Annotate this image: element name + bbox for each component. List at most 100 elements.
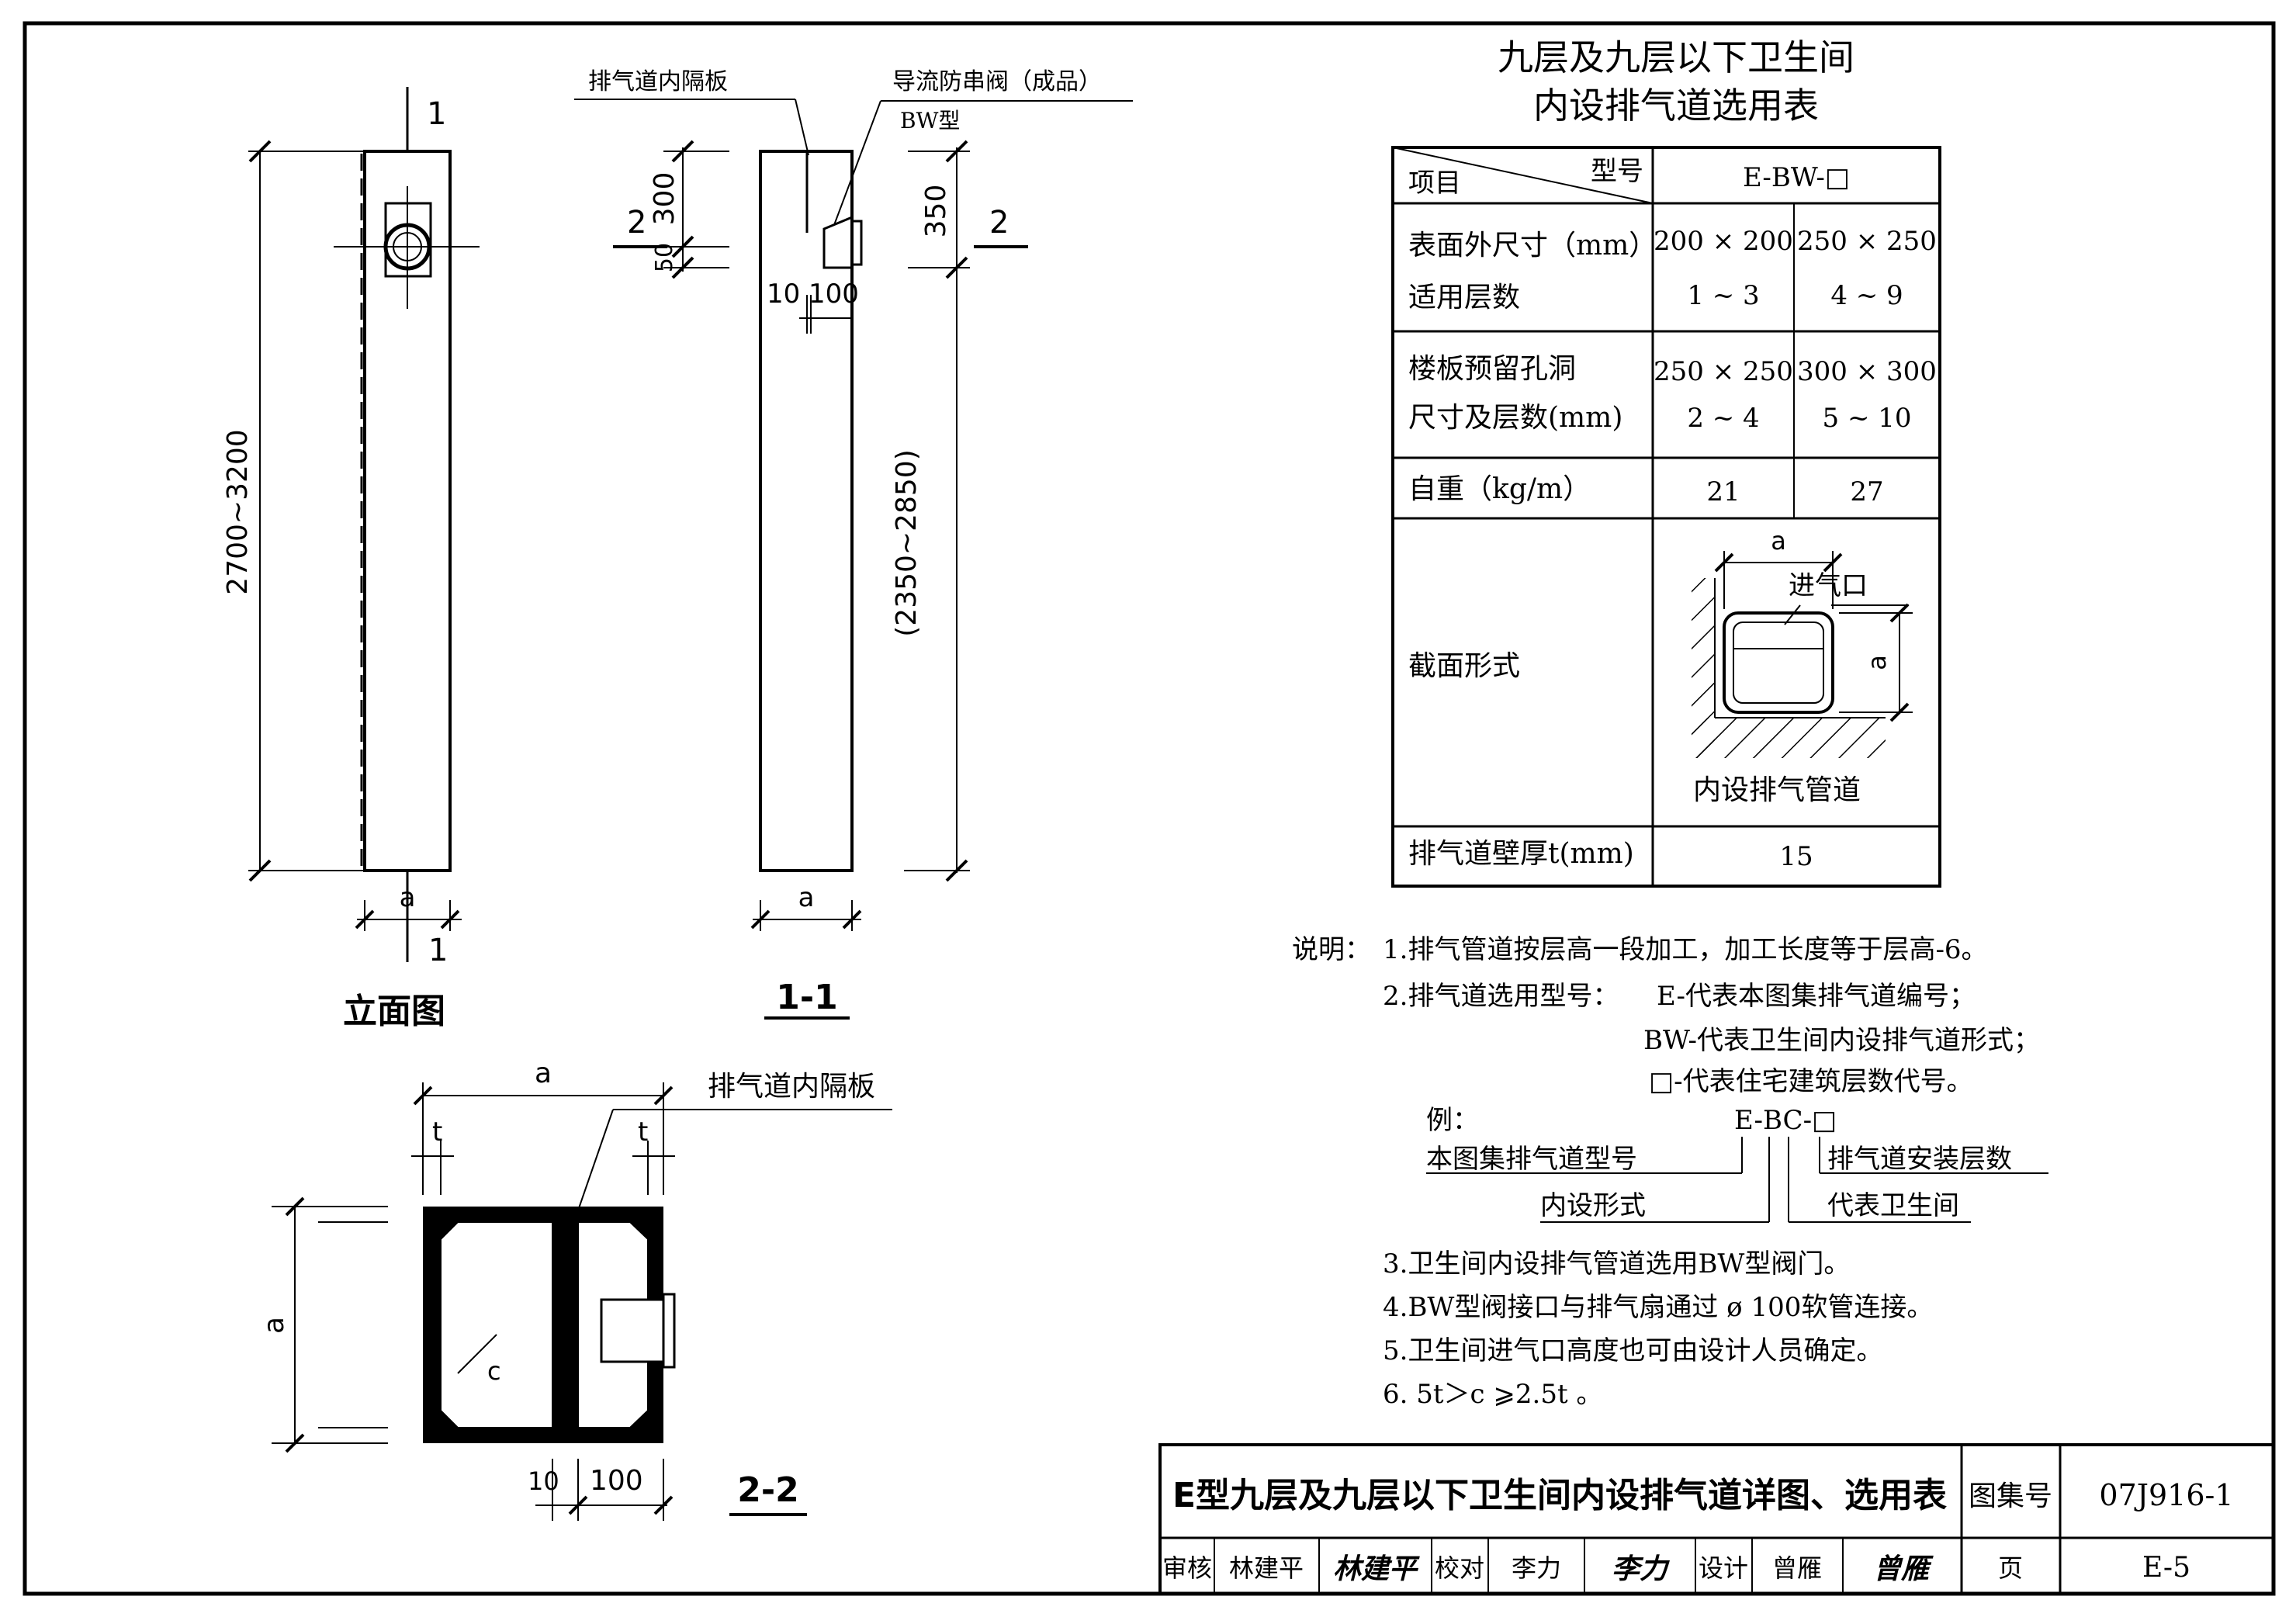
s22-dim-10: 10 (528, 1466, 559, 1496)
row3-label: 自重（kg/m） (1408, 473, 1591, 505)
example-label: 例： (1426, 1105, 1479, 1136)
row4-label: 截面形式 (1408, 650, 1520, 682)
tick (945, 140, 968, 163)
design-label: 设计 (1699, 1553, 1748, 1583)
elevation-caption: 立面图 (343, 992, 445, 1031)
atlas-label: 图集号 (1969, 1480, 2052, 1512)
tick (440, 909, 460, 930)
s22-label-partition: 排气道内隔板 (708, 1071, 875, 1103)
duct-cell-left (440, 1221, 553, 1428)
row1-c1-a: 200 × 200 (1654, 226, 1793, 257)
s11-width-dim: a (798, 882, 815, 913)
s22-dim-t-right: t (638, 1117, 648, 1148)
drawing-title: E型九层及九层以下卫生间内设排气道详图、选用表 (1172, 1476, 1947, 1515)
section-2-mark-left: 2 (627, 205, 646, 241)
s22-dim-a-left: a (258, 1317, 290, 1334)
model-value: E-BW-□ (1743, 162, 1850, 193)
note-4: 4.BW型阀接口与排气扇通过 ø 100软管连接。 (1383, 1292, 1933, 1323)
section-mark-top: 1 (427, 96, 446, 132)
note-6: 6. 5t＞c ⩾2.5t 。 (1383, 1379, 1602, 1410)
section-1-1-outline (759, 150, 854, 872)
ex-label-3: 排气道安装层数 (1827, 1144, 2012, 1175)
row1-label-b: 适用层数 (1408, 282, 1520, 313)
row2-c1-b: 2 ~ 4 (1687, 403, 1759, 434)
row2-c2-a: 300 × 300 (1797, 356, 1937, 387)
note-1: 1.排气管道按层高一段加工，加工长度等于层高-6。 (1383, 934, 1988, 965)
review-label: 审核 (1162, 1553, 1212, 1583)
tick (1889, 702, 1910, 722)
bw-valve-flange (850, 220, 863, 266)
section-1-1-view: 排气道内隔板 导流防串阀（成品） BW型 300 50 2 350 (2350~… (574, 68, 1133, 1020)
section-2-2-view: a 排气道内隔板 t t a c 10 100 2-2 (258, 1058, 892, 1521)
dim-10: 10 (767, 279, 800, 310)
tick (653, 1086, 674, 1106)
header-model: 型号 (1591, 156, 1643, 187)
row5-label: 排气道壁厚t(mm) (1408, 838, 1634, 870)
tick (671, 256, 694, 279)
check-signature: 李力 (1612, 1553, 1671, 1585)
sheet-border (23, 21, 2276, 1596)
bw-valve-flange-22 (662, 1293, 676, 1369)
tick (750, 909, 771, 930)
row3-c2: 27 (1850, 476, 1883, 507)
section-1-1-caption: 1-1 (776, 978, 838, 1017)
review-name: 林建平 (1229, 1553, 1304, 1583)
fig-dim-a-right: a (1862, 655, 1892, 670)
table-title-line2: 内设排气道选用表 (1533, 85, 1819, 126)
header-item: 项目 (1408, 168, 1461, 199)
duct-outline (1723, 611, 1834, 714)
section-2-mark-right: 2 (989, 205, 1009, 241)
label-valve-type: BW型 (900, 108, 960, 133)
row1-label-a: 表面外尺寸（mm） (1408, 230, 1657, 261)
fig-caption: 内设排气管道 (1693, 774, 1861, 806)
tick (671, 235, 694, 258)
notes-prefix: 说明： (1292, 934, 1371, 965)
table-title-line1: 九层及九层以下卫生间 (1498, 36, 1854, 78)
elev-width-dim: a (400, 882, 416, 913)
row1-c2-a: 250 × 250 (1797, 226, 1937, 257)
note-2a: 2.排气道选用型号： (1383, 981, 1619, 1012)
wall-hatch-bottom (1692, 718, 1886, 758)
note-2b: E-代表本图集排气道编号； (1657, 981, 1976, 1012)
inlet-leader-diag (1784, 604, 1801, 625)
tick (285, 1433, 305, 1453)
design-signature: 曾雁 (1873, 1553, 1934, 1585)
tick (248, 140, 272, 163)
dim-300: 300 (649, 172, 680, 226)
leader-valve-diag (833, 100, 881, 226)
c-dim-line (457, 1334, 497, 1374)
example-code: E-BC-□ (1734, 1105, 1837, 1136)
title-block: E型九层及九层以下卫生间内设排气道详图、选用表 图集号 07J916-1 审核 … (1158, 1443, 2275, 1595)
note-3: 3.卫生间内设排气管道选用BW型阀门。 (1383, 1248, 1850, 1279)
s22-dim-c: c (487, 1356, 501, 1386)
valve-port-inner (393, 232, 422, 261)
tick (945, 859, 968, 882)
label-valve: 导流防串阀（成品） (892, 68, 1102, 95)
s22-dim-a-top: a (535, 1058, 552, 1089)
row2-label-b: 尺寸及层数(mm) (1408, 402, 1622, 434)
tick (1714, 552, 1734, 573)
duct-inner (1733, 622, 1824, 704)
leader-partition22-diag (577, 1109, 614, 1211)
atlas-no: 07J916-1 (2099, 1478, 2233, 1512)
s22-dim-100: 100 (590, 1465, 643, 1497)
s22-dim-t-left: t (432, 1117, 442, 1148)
label-partition: 排气道内隔板 (588, 68, 728, 95)
title-block-frame (1158, 1443, 2275, 1595)
notes-block: 说明： 1.排气管道按层高一段加工，加工长度等于层高-6。 2.排气道选用型号：… (1292, 934, 2048, 1410)
header-diagonal (1392, 147, 1654, 204)
tick (568, 1495, 588, 1515)
dim-350: 350 (920, 185, 952, 238)
section-mark-bottom: 1 (428, 933, 448, 968)
ex-label-1: 本图集排气道型号 (1426, 1144, 1637, 1175)
bw-valve-box (600, 1298, 673, 1363)
note-2c: BW-代表卫生间内设排气道形式； (1643, 1025, 2040, 1056)
row2-c2-b: 5 ~ 10 (1823, 403, 1912, 434)
bw-valve-shape (822, 215, 854, 269)
section-2-2-caption: 2-2 (737, 1470, 799, 1510)
row5-value: 15 (1779, 841, 1813, 872)
check-label: 校对 (1435, 1553, 1484, 1583)
row2-label-a: 楼板预留孔洞 (1408, 353, 1576, 385)
